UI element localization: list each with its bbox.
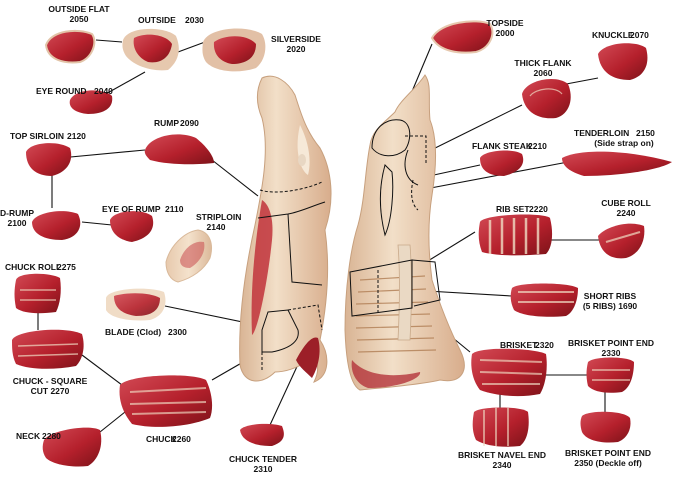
label-neck-code: 2280 — [42, 431, 61, 441]
label-chuck: CHUCK — [146, 434, 177, 444]
label-neck: NECK — [16, 431, 41, 441]
label-tenderloin-sub: (Side strap on) — [594, 138, 654, 148]
cube-roll-image — [598, 223, 645, 259]
cut-images — [12, 20, 672, 467]
label-eye-round-code: 2040 — [94, 86, 113, 96]
outside-flat-image — [44, 29, 96, 64]
label-rib-set: RIB SET — [496, 204, 530, 214]
label-chuck-roll-code: 2275 — [57, 262, 76, 272]
label-top-sirloin: TOP SIRLOIN — [10, 131, 65, 141]
label-eye-round: EYE ROUND — [36, 86, 87, 96]
label-brisket: BRISKET — [500, 340, 538, 350]
label-eye-of-rump: EYE OF RUMP — [102, 204, 161, 214]
label-knuckle: KNUCKLE — [592, 30, 634, 40]
rump-image — [144, 134, 214, 165]
label-eye-of-rump-code: 2110 — [165, 204, 184, 214]
label-brisket-code: 2320 — [535, 340, 554, 350]
label-top-sirloin-code: 2120 — [67, 131, 86, 141]
neck-image — [42, 427, 102, 467]
rib-set-image — [478, 214, 553, 256]
d-rump-image — [32, 211, 81, 240]
eye-of-rump-image — [110, 211, 154, 242]
chuck-roll-image — [14, 273, 61, 314]
top-sirloin-image — [26, 143, 72, 176]
chuck-image — [119, 375, 213, 427]
label-rump: RUMP — [154, 118, 180, 128]
left-carcass — [239, 75, 332, 383]
label-tenderloin: TENDERLOIN — [574, 128, 630, 138]
label-blade-code: 2300 — [168, 327, 187, 337]
label-tenderloin-code: 2150 — [636, 128, 655, 138]
label-knuckle-code: 2070 — [630, 30, 649, 40]
knuckle-image — [598, 43, 648, 80]
label-short-ribs: SHORT RIBS(5 RIBS) 1690 — [582, 291, 638, 311]
label-rib-set-code: 2220 — [529, 204, 548, 214]
thick-flank-image — [522, 79, 571, 119]
right-carcass — [344, 74, 465, 391]
label-flank-steak-code: 2210 — [528, 141, 547, 151]
short-ribs-image — [510, 283, 578, 317]
chuck-square-cut-image — [12, 329, 84, 369]
tenderloin-image — [562, 151, 672, 176]
topside-image — [430, 20, 494, 54]
label-flank-steak: FLANK STEAK — [472, 141, 532, 151]
brisket-point-end-deckle-off-image — [580, 411, 631, 443]
eye-round-image — [69, 90, 113, 114]
label-outside: OUTSIDE — [138, 15, 176, 25]
flank-steak-image — [480, 150, 524, 176]
brisket-navel-end-image — [472, 407, 529, 447]
label-blade: BLADE (Clod) — [105, 327, 162, 337]
label-chuck-roll: CHUCK ROLL — [5, 262, 62, 272]
label-rump-code: 2090 — [180, 118, 199, 128]
label-chuck-code: 2260 — [172, 434, 191, 444]
brisket-point-end-image — [586, 357, 634, 393]
chuck-tender-image — [240, 423, 284, 446]
label-outside-code: 2030 — [185, 15, 204, 25]
